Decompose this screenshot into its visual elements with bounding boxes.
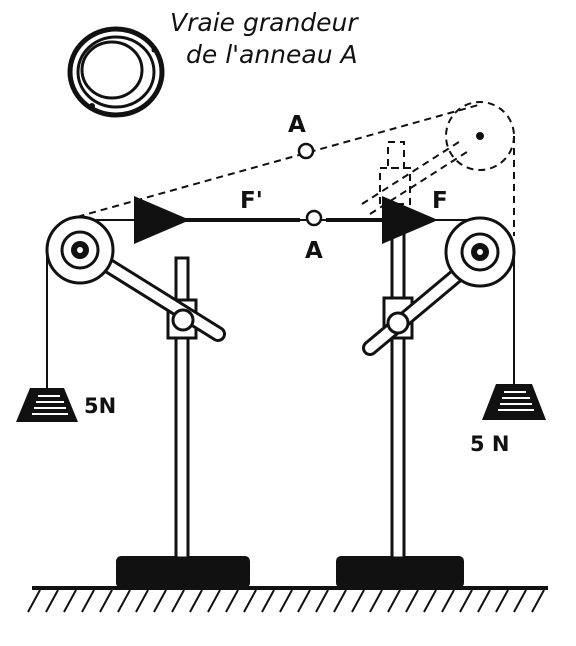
label-ring-upper: A bbox=[288, 112, 306, 138]
label-force-right: F bbox=[432, 188, 448, 214]
dashed-pulley-axle bbox=[476, 132, 484, 140]
label-weight-left: 5N bbox=[84, 394, 117, 418]
string-and-forces bbox=[68, 142, 470, 244]
label-ring-lower: A bbox=[305, 238, 323, 264]
right-stand bbox=[336, 224, 488, 588]
label-weight-right: 5 N bbox=[470, 432, 510, 456]
ground bbox=[27, 586, 548, 613]
ring-a-upper bbox=[297, 142, 315, 160]
caption-line-2: de l'anneau A bbox=[186, 40, 358, 69]
ring-a-true-size bbox=[67, 26, 165, 118]
ring-a-lower bbox=[305, 209, 323, 227]
label-force-left: F' bbox=[240, 188, 263, 214]
caption-line-1: Vraie grandeur bbox=[170, 8, 358, 37]
right-pulley bbox=[444, 216, 516, 288]
dashed-alternate-setup bbox=[65, 101, 515, 236]
right-weight bbox=[482, 384, 546, 420]
left-pulley bbox=[45, 215, 115, 285]
left-weight bbox=[16, 388, 78, 422]
left-stand bbox=[72, 240, 250, 588]
